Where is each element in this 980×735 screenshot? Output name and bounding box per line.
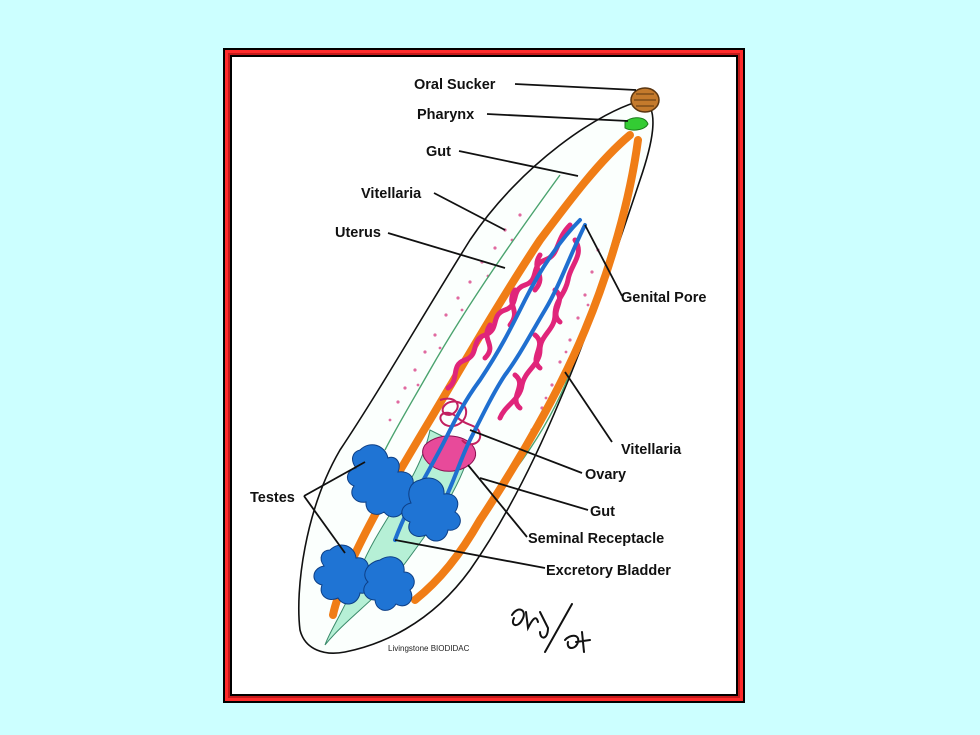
label-vitellaria-right: Vitellaria: [621, 442, 682, 458]
label-testes: Testes: [250, 490, 295, 506]
label-gut-bottom: Gut: [590, 504, 615, 520]
label-ovary: Ovary: [585, 467, 626, 483]
label-uterus: Uterus: [335, 225, 381, 241]
seminal-receptacle: [439, 397, 482, 446]
leader-lines: [303, 83, 637, 569]
credit-text: Livingstone BIODIDAC: [388, 644, 470, 653]
pharynx: [624, 117, 649, 131]
label-oral-sucker: Oral Sucker: [414, 77, 496, 93]
ducts: [393, 218, 587, 542]
label-vitellaria-left: Vitellaria: [361, 186, 422, 202]
label-seminal-receptacle: Seminal Receptacle: [528, 531, 664, 547]
label-excretory-bladder: Excretory Bladder: [546, 563, 671, 579]
label-pharynx: Pharynx: [417, 107, 474, 123]
signature: [511, 603, 591, 653]
oral-sucker: [630, 87, 660, 113]
label-gut-top: Gut: [426, 144, 451, 160]
label-genital-pore: Genital Pore: [621, 290, 706, 306]
